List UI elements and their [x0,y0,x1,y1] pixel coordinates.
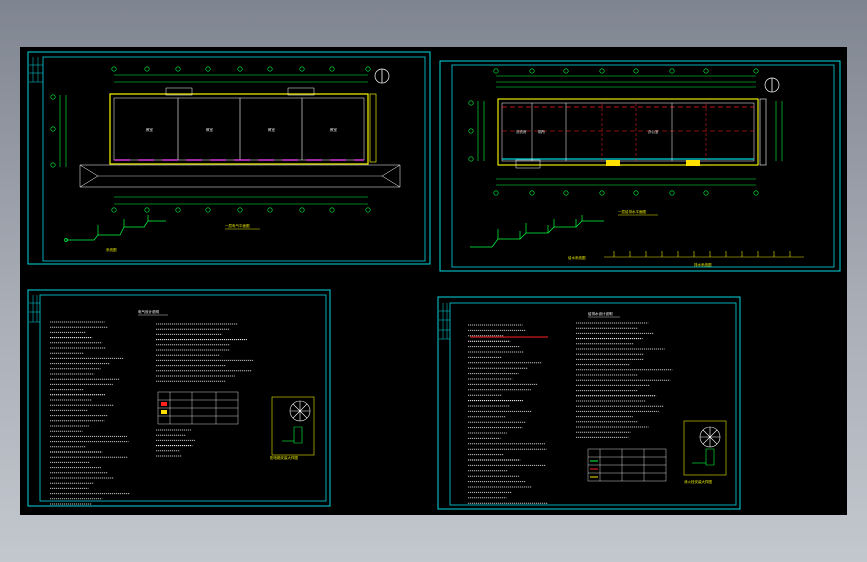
room-label-1: 教室 [146,127,153,132]
sheet-1-diagram-title: 系统图 [106,247,117,252]
sheet-1-riser-diagram [64,215,166,242]
sheet-2-drain-diagram [604,251,804,258]
room-label-3: 教室 [268,127,276,132]
sheet-3-detail-caption: 配电箱安装大样图 [270,455,298,460]
north-arrow-icon-2 [764,77,780,93]
north-arrow-icon [374,68,390,84]
sheet-4[interactable]: 给排水设计说明 消火栓安装大样图 [437,296,741,510]
sheet-3-title-strip [29,295,40,323]
sheet-3-notes-block [50,321,254,505]
sheet-2-outer-frame [439,60,841,272]
sheet-1[interactable]: 教室 教室 教室 教室 一层电气平面图 系统图 [27,51,431,265]
sheet-1-title: 一层电气平面图 [225,223,250,228]
drawing-svg: 教室 教室 教室 教室 一层电气平面图 系统图 [27,51,841,510]
sheet-2-inner-frame [451,64,835,268]
room-label-laundry: 洗衣房 [516,129,527,134]
sheet-2-building [497,98,767,169]
drawing-canvas[interactable]: 教室 教室 教室 教室 一层电气平面图 系统图 [20,47,847,515]
sheet-4-inner-frame [449,302,737,506]
room-label-toilet: 厕所 [538,129,546,134]
sheet-2-title: 一层给排水平面图 [618,209,646,214]
sheet-4-detail-caption: 消火栓安装大样图 [684,479,712,484]
sheet-4-outer-frame [437,296,741,510]
sheet-1-outer-frame [27,51,431,265]
sheet-3-title: 电气设计说明 [138,309,159,314]
sheet-4-title: 给排水设计说明 [588,311,613,316]
sheet-2-diagram-title: 给水系统图 [568,255,586,260]
sheet-4-legend-table [587,448,667,482]
sheet-3-legend-table [157,391,239,425]
equipment-box-2 [686,160,700,166]
room-label-2: 教室 [206,127,213,132]
sheet-2-supply-diagram [470,215,604,248]
sheet-3-inner-frame [39,294,327,502]
sheet-4-title-strip [439,303,450,340]
sheet-1-inner-frame [42,56,426,262]
sheet-2-diagram-title-2: 排水系统图 [694,262,712,267]
sheet-3-outer-frame [27,289,331,507]
sheet-4-notes-block [468,322,673,504]
sheet-1-building [79,87,401,188]
room-label-office: 办公室 [648,129,659,134]
sheet-3[interactable]: 电气设计说明 配电箱安装大样图 [27,289,331,507]
equipment-box-1 [606,160,620,166]
sheet-2-grid-dimensions [468,68,783,196]
sheet-2[interactable]: 洗衣房 厕所 办公室 一层给排水平面图 给水系统图 排水系统图 [439,60,841,272]
sheet-1-title-strip [29,57,43,83]
sheet-3-detail-drawing [271,396,315,456]
sheet-4-detail-drawing [683,420,727,476]
sheet-1-axis-bubbles [50,66,371,213]
room-label-4: 教室 [330,127,338,132]
